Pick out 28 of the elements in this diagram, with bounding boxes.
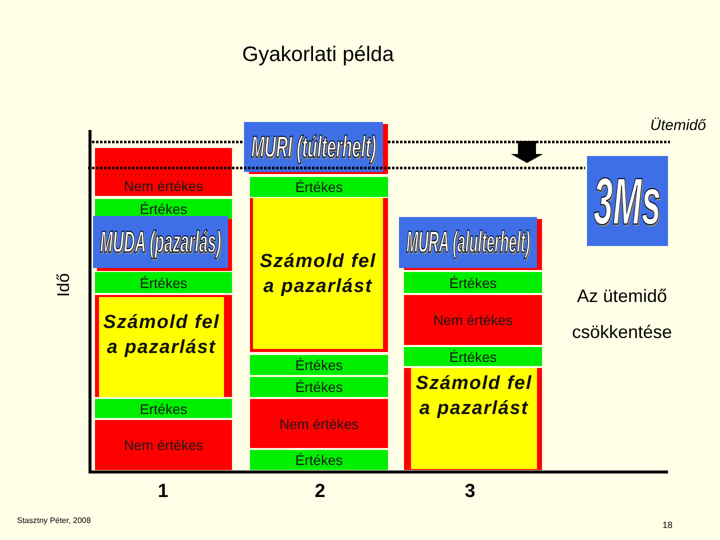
bar-segment: Értékes: [250, 177, 388, 197]
term-banner: MUDA (pazarlás): [93, 216, 228, 268]
bar-segment: Értékes: [250, 355, 388, 375]
term-banner: MURA (alulterhelt): [399, 217, 537, 268]
column-number: 1: [156, 481, 170, 503]
callout-box: Számold fel a pazarlást: [250, 198, 388, 352]
bar-segment: Értékes: [404, 347, 542, 366]
bar-segment: Értékes: [95, 272, 232, 293]
bar-segment: Értékes: [250, 377, 388, 397]
column-number: 3: [464, 481, 476, 503]
annotation-text: Az ütemidő csökkentése: [570, 285, 674, 344]
axis-label: Idő: [54, 272, 74, 299]
bar-segment: Értékes: [250, 450, 388, 470]
bar-segment: Nem értékes: [250, 399, 388, 448]
page-number: 18: [661, 520, 674, 530]
bar-segment: Ertékes: [95, 399, 232, 418]
callout-box: Számold fel a pazarlást: [95, 295, 232, 397]
line-label: Ütemidő: [649, 117, 706, 134]
term-banner: MURI (túlterhelt): [244, 122, 383, 172]
author-credit: Stasztny Péter, 2008: [17, 516, 92, 525]
title: Gyakorlati példa: [241, 43, 395, 67]
bar-segment: Értékes: [404, 272, 542, 293]
callout-box: Számold fel a pazarlást: [404, 368, 542, 470]
bar-segment: Nem értékes: [95, 148, 232, 196]
bar-segment: Nem értékes: [95, 420, 232, 470]
term-banner: 3Ms: [587, 156, 668, 246]
column-number: 2: [314, 481, 326, 503]
bar-segment: Nem értékes: [404, 295, 542, 345]
